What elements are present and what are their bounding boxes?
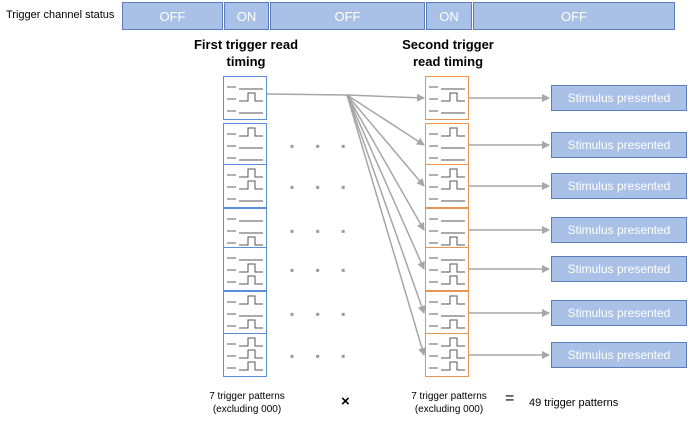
- status-segment-on-2: ON: [426, 2, 472, 30]
- second-trigger-pattern-thumbnail: [425, 164, 469, 208]
- stimulus-presented-box: Stimulus presented: [551, 173, 687, 199]
- stimulus-presented-box: Stimulus presented: [551, 256, 687, 282]
- first-trigger-pattern-thumbnail: [223, 76, 267, 120]
- fan-out-connector: [346, 94, 425, 270]
- second-trigger-pattern-thumbnail: [425, 291, 469, 335]
- ellipsis-dots: ▪ ▪ ▪: [290, 224, 355, 238]
- ellipsis-dots: ▪ ▪ ▪: [290, 263, 355, 277]
- ellipsis-dots: ▪ ▪ ▪: [290, 139, 355, 153]
- stimulus-presented-box: Stimulus presented: [551, 85, 687, 111]
- fan-out-connector: [346, 94, 425, 187]
- first-trigger-pattern-thumbnail: [223, 291, 267, 335]
- first-trigger-pattern-thumbnail: [223, 247, 267, 291]
- second-trigger-heading: Second trigger read timing: [402, 37, 494, 69]
- status-segment-on-1: ON: [224, 2, 269, 30]
- second-patterns-caption: 7 trigger patterns (excluding 000): [411, 391, 487, 415]
- fan-out-connector: [346, 94, 425, 146]
- second-trigger-pattern-thumbnail: [425, 123, 469, 167]
- first-trigger-heading: First trigger read timing: [193, 37, 299, 69]
- ellipsis-dots: ▪ ▪ ▪: [290, 307, 355, 321]
- first-trigger-pattern-thumbnail: [223, 208, 267, 252]
- second-trigger-pattern-thumbnail: [425, 247, 469, 291]
- first-patterns-caption: 7 trigger patterns (excluding 000): [209, 391, 285, 415]
- first-to-hub-connector: [266, 93, 348, 96]
- fan-out-connector: [346, 94, 425, 231]
- fan-out-connector: [346, 94, 426, 356]
- status-segment-off-3: OFF: [473, 2, 675, 30]
- stimulus-presented-box: Stimulus presented: [551, 300, 687, 326]
- status-segment-off-1: OFF: [122, 2, 223, 30]
- first-trigger-pattern-thumbnail: [223, 164, 267, 208]
- fan-out-connector: [346, 93, 425, 102]
- status-segment-off-2: OFF: [270, 2, 425, 30]
- second-trigger-pattern-thumbnail: [425, 76, 469, 120]
- ellipsis-dots: ▪ ▪ ▪: [290, 180, 355, 194]
- first-trigger-pattern-thumbnail: [223, 333, 267, 377]
- ellipsis-dots: ▪ ▪ ▪: [290, 349, 355, 363]
- trigger-channel-status-label: Trigger channel status: [6, 9, 115, 21]
- stimulus-presented-box: Stimulus presented: [551, 132, 687, 158]
- stimulus-presented-box: Stimulus presented: [551, 217, 687, 243]
- fan-out-connector: [346, 94, 426, 314]
- equals-sign: =: [505, 390, 515, 407]
- second-trigger-pattern-thumbnail: [425, 333, 469, 377]
- stimulus-presented-box: Stimulus presented: [551, 342, 687, 368]
- first-trigger-pattern-thumbnail: [223, 123, 267, 167]
- second-trigger-pattern-thumbnail: [425, 208, 469, 252]
- total-patterns-caption: 49 trigger patterns: [529, 397, 619, 409]
- multiply-sign: ×: [341, 393, 350, 410]
